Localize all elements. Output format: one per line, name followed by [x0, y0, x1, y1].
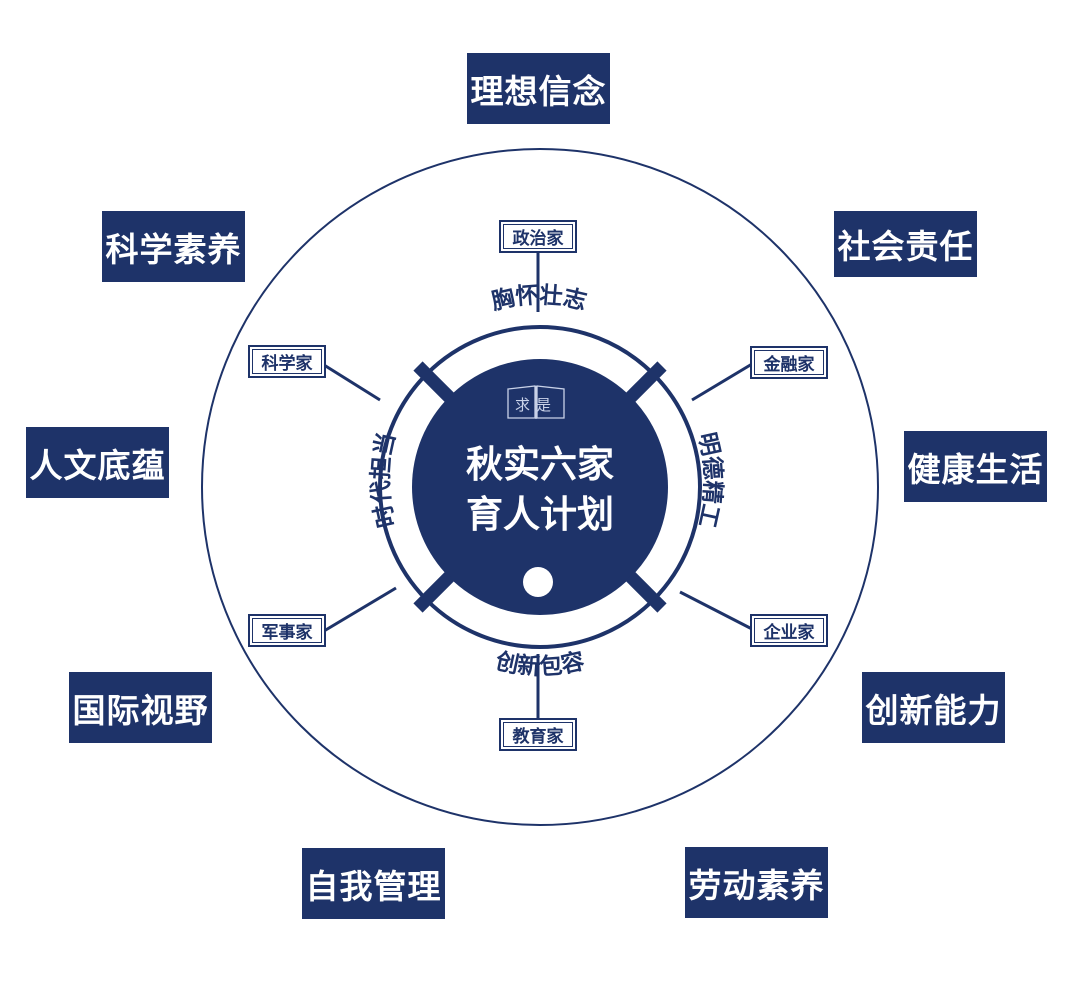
role-box-financier: 金融家 [750, 346, 828, 379]
center-dot [523, 567, 553, 597]
connector-bottom-left [323, 586, 397, 633]
quality-box-innovation: 创新能力 [862, 672, 1005, 743]
quality-box-self-management: 自我管理 [302, 848, 445, 919]
role-box-educator: 教育家 [499, 718, 577, 751]
role-box-scientist: 科学家 [248, 345, 326, 378]
connector-top-left [323, 363, 381, 402]
center-disc [412, 359, 668, 615]
center-title-line1: 秋实六家 [466, 443, 614, 486]
ring-text-bottom: 创新包容 [492, 647, 587, 680]
role-box-entrepreneur: 企业家 [750, 614, 828, 647]
quality-box-social-responsibility: 社会责任 [834, 211, 977, 277]
quality-box-science: 科学素养 [102, 211, 245, 282]
ring-divider-bottom-right [625, 571, 667, 613]
emblem-text: 求是 [515, 396, 557, 414]
role-box-strategist: 军事家 [248, 614, 326, 647]
outer-circle [201, 148, 879, 826]
center-title-line2: 育人计划 [466, 493, 614, 536]
ring-divider-top-right [625, 361, 667, 403]
ring-divider-bottom-left [413, 571, 455, 613]
connector-top-right [691, 362, 753, 402]
connector-bottom-right [679, 590, 753, 631]
quality-box-labor: 劳动素养 [685, 847, 828, 918]
quality-box-humanities: 人文底蕴 [26, 427, 169, 498]
quality-box-healthy-living: 健康生活 [904, 431, 1047, 502]
center-title: 秋实六家 育人计划 [410, 440, 670, 540]
role-box-politician: 政治家 [499, 220, 577, 253]
quality-box-global-vision: 国际视野 [69, 672, 212, 743]
quality-box-ideals: 理想信念 [467, 53, 610, 124]
ring-divider-top-left [413, 361, 455, 403]
book-emblem-icon: 求是 [507, 385, 565, 419]
